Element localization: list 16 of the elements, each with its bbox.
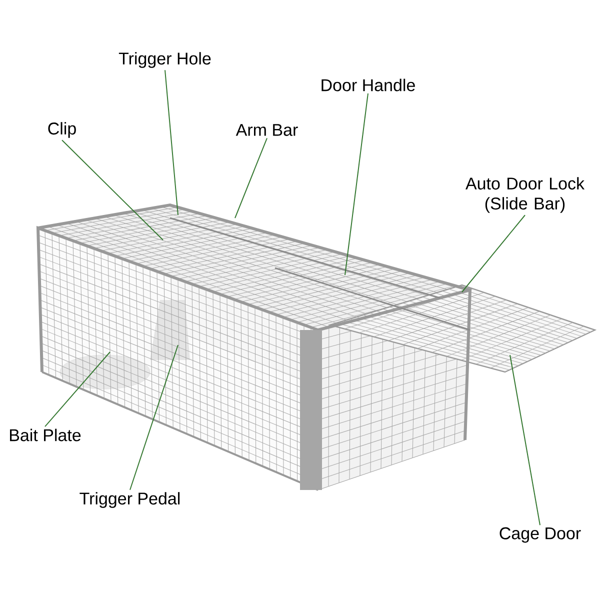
callout-label: Door Handle [322,78,415,92]
callout-label: Cage Door [500,527,581,543]
leader-line [510,354,540,526]
callout-label: Auto Door Lock (Slide Bar) [466,177,585,213]
callout-label: Arm Bar [236,124,298,136]
leader-line [234,138,268,218]
leader-line [62,140,164,240]
callout-label: Trigger Pedal [80,492,180,508]
leader-line [164,70,178,216]
callout-label: Clip [48,122,76,138]
callout-label: Bait Plate [10,428,81,442]
callout-label: Trigger Hole [118,52,211,68]
leader-line [462,214,526,292]
leader-line [344,92,368,276]
leader-line [130,344,178,490]
leader-line [44,352,110,428]
